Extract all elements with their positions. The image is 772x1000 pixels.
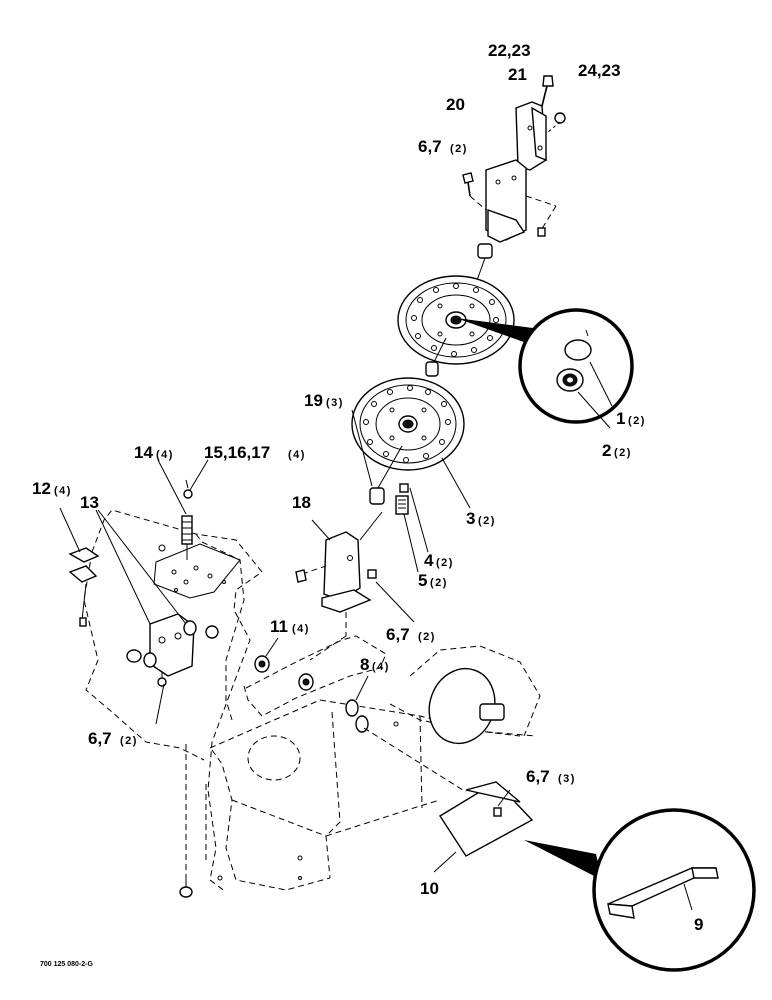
shield-10 — [363, 727, 534, 857]
plates-12 — [68, 547, 100, 627]
nut-bottom — [179, 886, 193, 898]
callout-6-7-mid: 6,7 — [386, 625, 410, 644]
qty-14: (4) — [156, 449, 174, 461]
leader-5 — [403, 513, 419, 573]
qty-1: (2) — [628, 415, 646, 427]
callout-12: 12 — [32, 479, 51, 498]
leader-9 — [683, 883, 693, 911]
callout-14: 14 — [134, 443, 153, 462]
callout-13: 13 — [80, 493, 99, 512]
qty-15-16-17: (4) — [288, 449, 306, 461]
qty-8: (4) — [372, 661, 390, 673]
spacer-mid — [425, 361, 439, 377]
pulley-lower-3 — [351, 377, 465, 471]
nut-24 — [554, 112, 566, 124]
bearing-8b — [355, 715, 369, 733]
bolt-6-7-mid — [367, 569, 377, 579]
leader-13a — [95, 509, 151, 625]
spring-5 — [395, 495, 409, 515]
spring-14 — [181, 515, 193, 560]
leader-8 — [355, 675, 369, 701]
bolt-22-head — [542, 75, 554, 87]
callout-19: 19 — [304, 391, 323, 410]
leader-10 — [433, 851, 457, 873]
qty-5: (2) — [430, 577, 448, 589]
cover-detail-inset — [592, 808, 756, 972]
spacer-top — [477, 243, 493, 259]
bolt-6-7-top — [462, 172, 474, 184]
bearing-8a — [345, 699, 359, 717]
figure-part-number: 700 125 080-2-G — [40, 961, 93, 968]
qty-6-7-mid: (2) — [418, 631, 436, 643]
inset-leader-cover — [524, 840, 602, 880]
leader-14 — [157, 459, 187, 515]
leader-1 — [589, 361, 613, 407]
qty-19: (3) — [326, 397, 344, 409]
callout-5: 5 — [418, 571, 427, 590]
roller-13-left — [126, 649, 142, 663]
leader-12 — [59, 507, 81, 553]
fitting-4 — [399, 483, 409, 493]
qty-6-7-right: (3) — [558, 773, 576, 785]
callout-24-23: 24,23 — [578, 61, 621, 80]
nut-15 — [183, 489, 193, 499]
callout-1: 1 — [616, 409, 625, 428]
pulley-upper — [397, 275, 515, 365]
qty-4: (2) — [436, 557, 454, 569]
bolt-18-left — [295, 569, 307, 583]
leader-18 — [311, 519, 331, 541]
nut-right — [537, 227, 546, 237]
callout-2: 2 — [602, 441, 611, 460]
snap-ring-1 — [564, 339, 592, 361]
callout-4: 4 — [424, 551, 434, 570]
qty-3: (2) — [478, 515, 496, 527]
bracket-assembly-top — [462, 75, 566, 301]
callout-21: 21 — [508, 65, 527, 84]
leader-6-7-mid — [375, 581, 415, 623]
qty-6-7-left: (2) — [120, 735, 138, 747]
callout-20: 20 — [446, 95, 465, 114]
disc-housing — [428, 667, 505, 745]
leader-6-7-left — [155, 683, 165, 725]
callout-10: 10 — [420, 879, 439, 898]
qty-11: (4) — [292, 623, 310, 635]
bracket-13 — [126, 613, 219, 687]
leader-2 — [577, 391, 611, 429]
callout-8: 8 — [360, 655, 369, 674]
spacer-19 — [369, 487, 385, 505]
roller-13-right — [183, 620, 197, 636]
qty-12: (4) — [54, 485, 72, 497]
bearing-detail-inset — [518, 308, 634, 424]
callout-18: 18 — [292, 493, 311, 512]
callout-22-23: 22,23 — [488, 41, 531, 60]
leader-4 — [409, 487, 429, 553]
callout-3: 3 — [466, 509, 475, 528]
callout-9: 9 — [694, 915, 703, 934]
bracket-18 — [301, 511, 383, 661]
callout-15-16-17: 15,16,17 — [204, 443, 270, 462]
leader-13b — [97, 509, 187, 625]
callout-6-7-right: 6,7 — [526, 767, 550, 786]
leader-3 — [441, 457, 471, 509]
callout-11: 11 — [270, 617, 288, 636]
leader-15 — [189, 459, 209, 491]
qty-2: (2) — [614, 447, 632, 459]
callout-6-7-top: 6,7 — [418, 137, 442, 156]
frame-outline — [83, 509, 541, 893]
leader-19 — [351, 409, 373, 487]
callout-labels: 22,23 24,23 21 20 6,7 (2) 1 (2) 2 (2) 19… — [32, 41, 703, 968]
callout-6-7-left: 6,7 — [88, 729, 112, 748]
qty-6-7-top: (2) — [450, 143, 468, 155]
leader-11 — [265, 637, 279, 657]
